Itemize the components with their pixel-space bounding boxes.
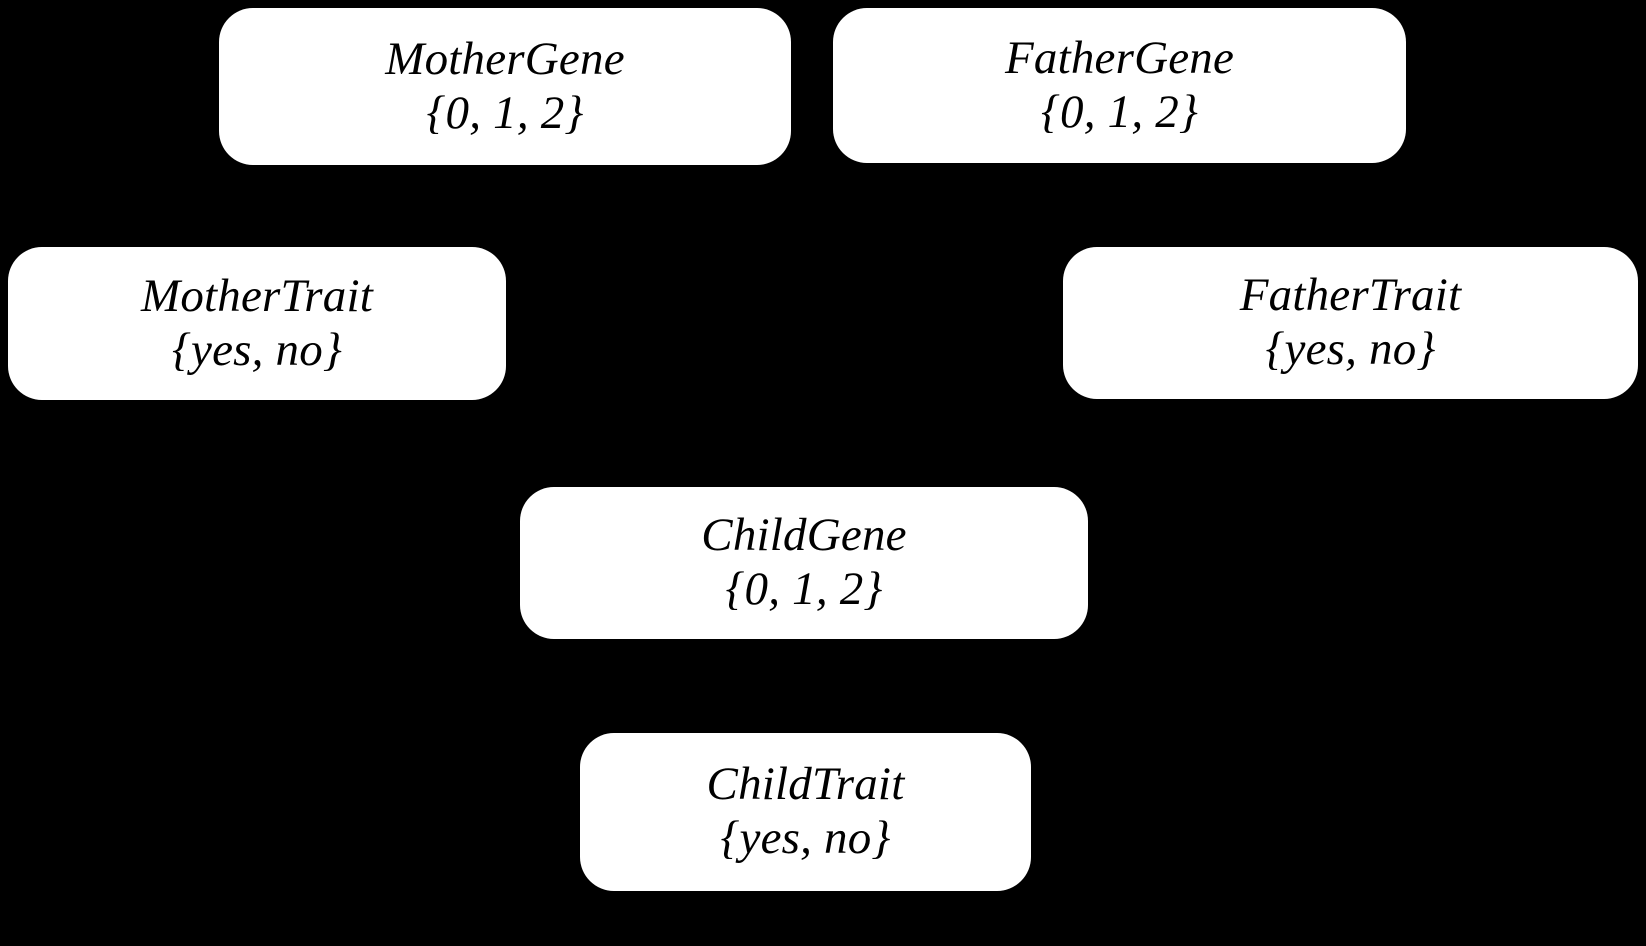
node-father-trait-label: FatherTrait: [1239, 269, 1462, 322]
node-father-gene-domain: {0, 1, 2}: [1041, 85, 1198, 138]
node-child-trait[interactable]: ChildTrait {yes, no}: [580, 733, 1031, 891]
node-mother-trait[interactable]: MotherTrait {yes, no}: [8, 247, 506, 400]
node-mother-trait-label: MotherTrait: [140, 269, 373, 322]
node-child-gene-domain: {0, 1, 2}: [725, 563, 883, 615]
node-father-gene[interactable]: FatherGene {0, 1, 2}: [833, 8, 1406, 163]
node-child-trait-domain: {yes, no}: [720, 812, 891, 864]
node-father-trait[interactable]: FatherTrait {yes, no}: [1063, 247, 1638, 399]
node-child-gene[interactable]: ChildGene {0, 1, 2}: [520, 487, 1088, 639]
node-child-gene-label: ChildGene: [701, 509, 907, 562]
node-mother-trait-domain: {yes, no}: [172, 323, 342, 376]
node-mother-gene[interactable]: MotherGene {0, 1, 2}: [219, 8, 791, 165]
node-father-gene-label: FatherGene: [1004, 31, 1235, 84]
node-child-trait-label: ChildTrait: [706, 758, 905, 811]
node-mother-gene-label: MotherGene: [385, 32, 625, 85]
node-mother-gene-domain: {0, 1, 2}: [426, 86, 584, 139]
node-father-trait-domain: {yes, no}: [1265, 323, 1436, 375]
